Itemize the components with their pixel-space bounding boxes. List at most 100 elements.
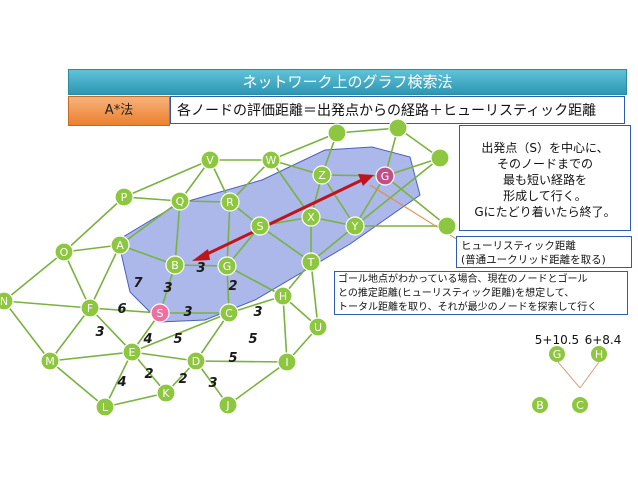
edge <box>131 312 230 353</box>
callout-goal-line: ゴール地点がわかっている場合、現在のノードとゴール <box>338 274 588 285</box>
node-label: P <box>121 191 128 204</box>
node-label: E <box>129 346 136 359</box>
edge <box>336 127 399 134</box>
edge <box>195 360 288 363</box>
node <box>200 150 220 170</box>
node <box>95 397 115 417</box>
node <box>170 191 190 211</box>
edge-weight: 4 <box>116 375 126 390</box>
edge <box>310 261 319 328</box>
edge <box>119 244 176 266</box>
node <box>327 123 347 143</box>
node-label: U <box>314 321 322 334</box>
edge-weight: 5 <box>248 332 257 347</box>
node-label: W <box>266 154 277 167</box>
node <box>301 252 321 272</box>
edge <box>226 265 284 297</box>
edge-weight: 3 <box>163 281 172 296</box>
node-label: J <box>225 399 229 412</box>
edge <box>119 200 181 246</box>
node-label: L <box>102 401 109 414</box>
edge <box>63 251 91 309</box>
node-label: S <box>257 220 264 233</box>
tree-label-g: 5+10.5 <box>535 333 579 347</box>
callout-main-line: 最も短い経路を <box>502 173 587 187</box>
node-label: B <box>171 259 179 272</box>
callout-main: 出発点（S）を中心に、 そのノードまでの 最も短い経路を 形成して行く。 Gにた… <box>459 125 631 231</box>
edge-weight: 2 <box>178 372 187 387</box>
edge-weight: 2 <box>228 279 237 294</box>
callout-heuristic: ヒューリスティック距離 (普通ユークリッド距離を取る) <box>456 236 632 268</box>
node-label: N <box>0 295 8 308</box>
node <box>388 118 408 138</box>
node-label: A <box>116 239 124 252</box>
node <box>80 298 100 318</box>
edge <box>3 251 65 302</box>
node <box>165 255 185 275</box>
node-label: D <box>192 355 200 368</box>
node-label: K <box>162 387 170 400</box>
node <box>150 303 170 323</box>
node <box>156 383 176 403</box>
edge-weight: 3 <box>208 376 217 391</box>
node <box>219 303 239 323</box>
edge <box>384 175 448 227</box>
callout-main-line: 形成して行く。 <box>503 189 587 203</box>
edge <box>321 174 356 227</box>
tree-node-c: C <box>576 399 584 412</box>
node <box>301 207 321 227</box>
node <box>110 235 130 255</box>
callout-main-line: Gにたどり着いたら終了。 <box>474 205 616 219</box>
edge-weight: 3 <box>196 261 205 276</box>
tree-node-g: G <box>553 348 562 361</box>
node <box>375 166 395 186</box>
edge-weight: 5 <box>173 332 182 347</box>
node-label: R <box>226 196 234 209</box>
node-label: Y <box>351 220 359 233</box>
node-label: X <box>307 211 315 224</box>
heuristic-arrow <box>192 174 374 261</box>
edge <box>3 300 51 362</box>
node-label: H <box>279 290 287 303</box>
edge <box>89 244 121 309</box>
edge-weight: 3 <box>253 305 262 320</box>
edge-weight: 7 <box>133 276 143 291</box>
node <box>54 242 74 262</box>
edge-weight: 6 <box>117 302 126 317</box>
node <box>430 148 450 168</box>
node <box>122 342 142 362</box>
node <box>273 286 293 306</box>
edge <box>89 307 133 353</box>
edge <box>104 351 133 408</box>
node <box>0 291 14 311</box>
method-label: A*法 <box>68 96 170 126</box>
edge <box>131 351 197 362</box>
tree-diagram: 5+10.5 6+8.4 G H B C <box>532 333 621 413</box>
node <box>312 165 332 185</box>
node-label: I <box>285 356 288 369</box>
callout-main-line: そのノードまでの <box>496 157 593 171</box>
callout-goal-line: との推定距離(ヒューリスティック距離)を想定して、 <box>338 288 575 299</box>
node-label: F <box>87 302 93 315</box>
node-label: G <box>381 170 390 183</box>
node-label: T <box>307 256 315 269</box>
node <box>220 192 240 212</box>
edge <box>226 201 231 267</box>
edge <box>227 361 288 406</box>
callout-main-line: 出発点（S）を中心に、 <box>481 141 609 155</box>
edge <box>123 159 211 198</box>
node-label: Z <box>318 169 326 182</box>
edge <box>104 392 167 408</box>
edge-weight: 3 <box>95 325 104 340</box>
node-label: Q <box>176 195 185 208</box>
node-label: M <box>45 355 55 368</box>
node-label: O <box>60 246 69 259</box>
edge <box>49 351 133 362</box>
edge-weight: 4 <box>142 332 152 347</box>
node <box>250 216 270 236</box>
edge <box>195 312 230 362</box>
node-label: C <box>225 307 233 320</box>
tree-label-h: 6+8.4 <box>585 333 622 347</box>
edge <box>282 295 288 363</box>
